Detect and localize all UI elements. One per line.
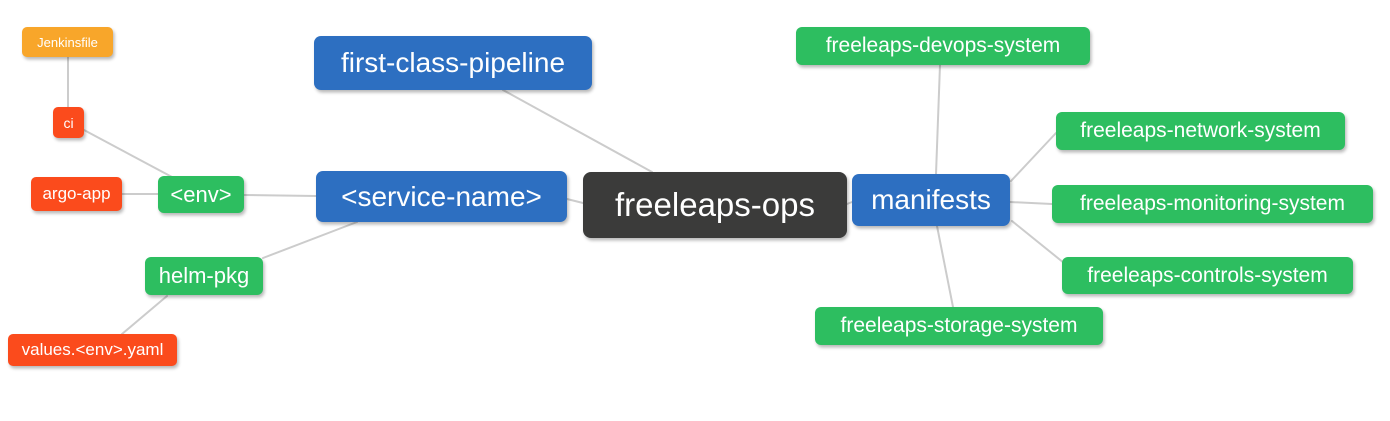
edge-manifests-to-monitoring-system	[1009, 201, 1053, 205]
node-label: freeleaps-devops-system	[825, 34, 1061, 57]
node-label: values.<env>.yaml	[21, 340, 164, 359]
mindmap-node-manifests[interactable]: manifests	[852, 174, 1010, 226]
edge-ci-to-env	[83, 129, 173, 178]
edge-service-name-to-freeleaps-ops	[566, 198, 584, 204]
mindmap-node-values-env-yaml[interactable]: values.<env>.yaml	[8, 334, 177, 366]
node-label: freeleaps-storage-system	[840, 314, 1078, 337]
edge-manifests-to-devops-system	[935, 64, 941, 175]
edge-env-to-service-name	[243, 194, 317, 197]
mindmap-node-env[interactable]: <env>	[158, 176, 244, 213]
node-label: <service-name>	[341, 180, 542, 212]
mindmap-node-service-name[interactable]: <service-name>	[316, 171, 567, 222]
mindmap-node-first-class-pipeline[interactable]: first-class-pipeline	[314, 36, 592, 90]
mindmap-node-argo-app[interactable]: argo-app	[31, 177, 122, 211]
node-label: ci	[63, 114, 74, 131]
node-label: <env>	[170, 181, 232, 207]
edge-first-class-pipeline-to-freeleaps-ops	[502, 89, 653, 173]
edge-manifests-to-controls-system	[1011, 220, 1065, 264]
mindmap-node-freeleaps-ops[interactable]: freeleaps-ops	[583, 172, 847, 238]
mindmap-node-helm-pkg[interactable]: helm-pkg	[145, 257, 263, 295]
node-label: Jenkinsfile	[37, 34, 98, 50]
edge-manifests-to-network-system	[1010, 132, 1057, 182]
mindmap-node-network-system[interactable]: freeleaps-network-system	[1056, 112, 1345, 150]
mindmap-node-controls-system[interactable]: freeleaps-controls-system	[1062, 257, 1353, 294]
edge-manifests-to-storage-system	[936, 225, 954, 308]
node-label: manifests	[871, 184, 991, 215]
node-label: helm-pkg	[158, 263, 250, 288]
mindmap-node-devops-system[interactable]: freeleaps-devops-system	[796, 27, 1090, 65]
mindmap-node-monitoring-system[interactable]: freeleaps-monitoring-system	[1052, 185, 1373, 223]
node-label: argo-app	[42, 184, 111, 203]
edge-helm-pkg-to-service-name	[262, 221, 358, 259]
mindmap-node-ci[interactable]: ci	[53, 107, 84, 138]
mindmap-node-storage-system[interactable]: freeleaps-storage-system	[815, 307, 1103, 345]
node-label: first-class-pipeline	[340, 47, 566, 78]
node-label: freeleaps-ops	[615, 186, 815, 223]
node-label: freeleaps-controls-system	[1087, 263, 1328, 287]
mindmap-node-jenkinsfile[interactable]: Jenkinsfile	[22, 27, 113, 57]
node-label: freeleaps-monitoring-system	[1080, 192, 1345, 215]
node-label: freeleaps-network-system	[1080, 119, 1321, 142]
edge-values-env-yaml-to-helm-pkg	[121, 295, 168, 335]
